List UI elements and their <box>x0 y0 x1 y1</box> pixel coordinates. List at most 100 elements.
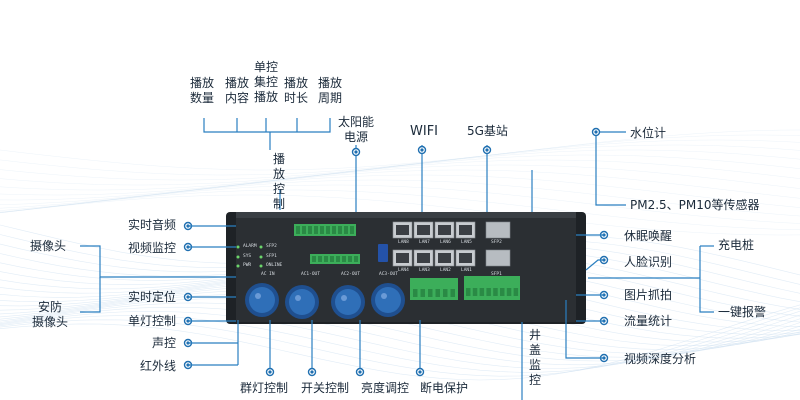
label-play-count: 播放数量 <box>190 76 215 105</box>
sfp-cage <box>485 249 511 267</box>
lan-label-6: LAN6 <box>440 240 451 245</box>
status-sfp2: SFP2 <box>266 244 277 249</box>
terminal-pin <box>336 256 340 262</box>
label-power-off-protect: 断电保护 <box>420 381 469 395</box>
status-online: ONLINE <box>266 263 283 268</box>
terminal-pin <box>320 226 324 234</box>
label-sound-control: 声控 <box>151 336 176 350</box>
device-top-edge <box>236 212 576 218</box>
lan-label-3: LAN3 <box>419 268 430 273</box>
wave-line-upper <box>0 174 800 211</box>
terminal-pin <box>479 288 485 296</box>
status-alarm: ALARM <box>243 244 257 249</box>
connector <box>80 277 101 313</box>
terminal-pin <box>472 288 478 296</box>
terminal-block-mid <box>310 254 360 264</box>
terminal-pin <box>318 256 322 262</box>
terminal-pin <box>312 256 316 262</box>
wave-line <box>0 310 800 373</box>
terminal-pin <box>486 288 491 296</box>
label-single-cluster-play: 单控集控播放 <box>254 60 279 104</box>
label-realtime-audio: 实时音频 <box>127 218 176 232</box>
terminal-pin <box>344 226 348 234</box>
lan-label-7: LAN7 <box>419 240 430 245</box>
label-camera: 摄像头 <box>30 239 67 253</box>
label-video-depth: 视频深度分析 <box>624 352 697 366</box>
terminal-pin <box>326 226 330 234</box>
status-led <box>236 264 240 268</box>
label-charging-pile: 充电桩 <box>718 238 755 252</box>
label-switch-control: 开关控制 <box>301 381 350 395</box>
lan-label-1: LAN1 <box>461 268 472 273</box>
status-led <box>236 255 240 259</box>
round-port-highlight <box>255 293 261 299</box>
terminal-pin <box>450 289 455 297</box>
lan-label-2: LAN2 <box>440 268 451 273</box>
round-port <box>249 287 275 313</box>
label-video-monitor: 视频监控 <box>127 241 176 255</box>
terminal-pin <box>493 288 498 296</box>
connector-dot-core <box>485 148 489 152</box>
wave-line-upper <box>0 189 800 231</box>
label-water-level: 水位计 <box>630 126 667 140</box>
round-port-highlight <box>341 295 347 301</box>
connector <box>565 300 604 359</box>
terminal-pin <box>443 289 448 297</box>
wave-line-upper <box>0 159 800 201</box>
connector <box>595 132 626 206</box>
port-label-acin: AC IN <box>261 272 275 277</box>
connector <box>585 259 604 271</box>
connector-dot-core <box>358 370 362 374</box>
terminal-pin <box>420 289 425 297</box>
terminal-pin <box>413 289 418 297</box>
round-port <box>289 289 315 315</box>
terminal-pin <box>302 226 306 234</box>
status-sfp1: SFP1 <box>266 254 277 259</box>
camera-bracket <box>80 245 236 278</box>
label-brightness-adjust: 亮度调控 <box>361 381 410 395</box>
label-security-camera: 安防摄像头 <box>31 300 68 329</box>
round-port-highlight <box>295 295 301 301</box>
connector-dot-core <box>268 370 272 374</box>
status-led <box>259 245 263 249</box>
label-one-key-alarm: 一键报警 <box>718 305 767 319</box>
port-label-ac1: AC1-OUT <box>301 272 320 277</box>
wave-line <box>0 304 800 381</box>
round-port-highlight <box>381 293 387 299</box>
label-image-capture: 图片抓拍 <box>624 288 673 302</box>
label-well-monitor: 井盖监控 <box>528 328 541 387</box>
wave-line <box>0 306 800 366</box>
usb-port <box>378 244 388 262</box>
status-led <box>259 255 263 259</box>
port-label-ac2: AC2-OUT <box>341 272 360 277</box>
terminal-pin <box>342 256 346 262</box>
connector-dot-core <box>420 148 424 152</box>
lan-socket <box>438 253 451 263</box>
wave-line-upper <box>0 154 800 196</box>
terminal-pin <box>330 256 334 262</box>
terminal-pin <box>354 256 358 262</box>
label-pm-sensor: PM2.5、PM10等传感器 <box>630 198 760 212</box>
connector-dot-core <box>418 370 422 374</box>
terminal-pin <box>506 288 512 296</box>
wave-line-upper <box>0 134 800 176</box>
label-group-light-control: 群灯控制 <box>240 381 289 395</box>
connector <box>699 246 714 313</box>
terminal-pin <box>350 226 354 234</box>
sfp-cage <box>485 221 511 239</box>
label-sleep-wake: 休眠唤醒 <box>624 229 673 243</box>
wave-line-upper <box>0 149 800 191</box>
wave-line <box>0 307 800 377</box>
terminal-pin <box>435 289 440 297</box>
terminal-pin <box>338 226 342 234</box>
wave-line <box>0 311 800 369</box>
label-realtime-location: 实时定位 <box>127 290 176 304</box>
label-play-period: 播放周期 <box>318 76 343 105</box>
lan-socket <box>396 253 409 263</box>
lan-label-5: LAN5 <box>461 240 472 245</box>
label-face-recognition: 人脸识别 <box>624 255 673 269</box>
wave-line-upper <box>0 164 800 205</box>
terminal-pin <box>500 288 505 296</box>
